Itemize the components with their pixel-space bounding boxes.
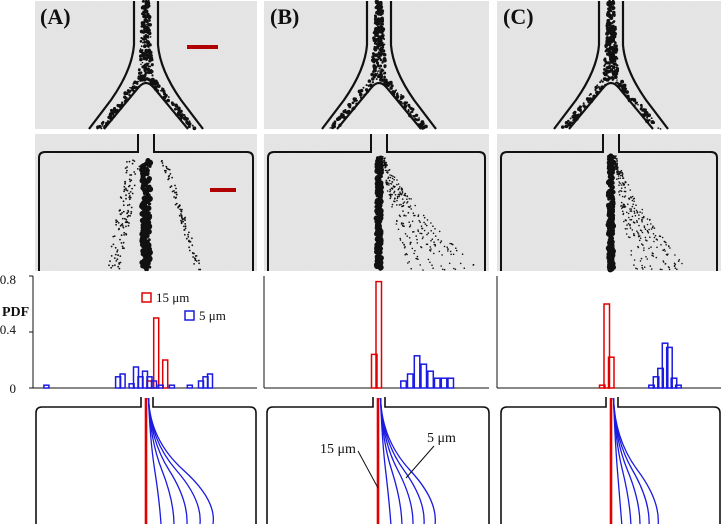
trajectory-c xyxy=(500,397,721,525)
bar-15um xyxy=(603,303,611,389)
bar-5um xyxy=(400,380,408,389)
bar-5um xyxy=(420,363,428,389)
trajectory-5um xyxy=(612,397,641,525)
bar-5um xyxy=(648,384,656,389)
bar-5um xyxy=(670,377,678,389)
channel-wall-right xyxy=(156,1,204,130)
bar-5um xyxy=(406,373,414,389)
chamber-photo-b xyxy=(264,134,489,271)
y-tick-0.8: 0.8 xyxy=(0,272,16,287)
chamber-photo-c xyxy=(497,134,721,273)
bar-5um xyxy=(661,342,669,389)
trajectory-5um xyxy=(612,397,659,525)
bar-5um xyxy=(413,355,421,389)
channel-divider xyxy=(336,81,422,130)
trajectory-5um xyxy=(379,397,403,525)
bar-5um xyxy=(665,346,673,389)
trajectory-5um xyxy=(147,397,214,525)
channel-wall-right xyxy=(621,1,669,130)
row-top-photos xyxy=(35,0,721,131)
chamber-outline xyxy=(266,397,490,524)
bar-5um xyxy=(150,380,158,389)
bar-15um xyxy=(607,356,615,389)
panel-label-a: (A) xyxy=(40,4,71,29)
particle-stream xyxy=(96,0,197,131)
annotation-5um: 5 μm xyxy=(427,431,456,446)
bar-15um xyxy=(161,359,169,389)
bar-5um xyxy=(157,384,164,389)
bar-5um xyxy=(447,377,455,389)
bar-5um xyxy=(186,384,194,389)
chamber-wall xyxy=(267,134,486,271)
panel-label-b: (B) xyxy=(270,4,299,29)
particle-stream xyxy=(329,0,428,130)
bar-15um xyxy=(152,317,160,389)
bar-5um xyxy=(440,377,448,389)
y-tick-0: 0 xyxy=(10,381,17,396)
y-tick-0.4: 0.4 xyxy=(0,322,17,337)
trajectory-b xyxy=(266,397,490,525)
channel-wall-left xyxy=(321,1,369,130)
bar-5um xyxy=(652,376,660,389)
bar-5um xyxy=(433,377,441,389)
legend-label-15um: 15 μm xyxy=(156,290,189,305)
chamber-outline xyxy=(35,397,257,524)
junction-photo-b xyxy=(264,0,489,130)
junction-photo-a xyxy=(35,0,257,131)
particle-traces xyxy=(373,155,475,271)
row-trajectories xyxy=(35,397,721,525)
y-axis-label: PDF xyxy=(2,305,29,320)
histogram-b xyxy=(263,276,489,389)
trajectory-5um xyxy=(147,397,188,525)
chamber-wall xyxy=(500,134,718,271)
legend-swatch-5um xyxy=(184,310,195,321)
bar-5um xyxy=(168,384,176,389)
channel-wall-right xyxy=(389,1,437,130)
bar-5um xyxy=(119,373,126,389)
row-chamber-photos xyxy=(35,134,721,273)
bar-15um xyxy=(370,353,378,389)
bar-5um xyxy=(674,384,682,389)
particle-stream xyxy=(560,0,662,130)
trajectory-5um xyxy=(147,397,175,525)
annotation-arrow-5um xyxy=(405,445,435,479)
row-histograms xyxy=(29,275,721,389)
bar-15um xyxy=(598,384,606,389)
bar-5um xyxy=(427,370,435,389)
particle-traces xyxy=(108,158,202,272)
chamber-wall xyxy=(38,134,254,271)
bar-15um xyxy=(375,280,383,389)
annotation-arrow-15um xyxy=(357,450,379,489)
bar-5um xyxy=(43,384,50,389)
chamber-outline xyxy=(500,397,721,524)
histogram-c xyxy=(496,276,721,389)
panel-label-c: (C) xyxy=(503,4,534,29)
annotation-15um: 15 μm xyxy=(320,442,356,457)
junction-photo-c xyxy=(497,0,721,130)
particle-traces xyxy=(605,153,683,273)
legend-swatch-15um xyxy=(141,292,152,303)
trajectory-5um xyxy=(379,397,436,525)
bar-5um xyxy=(206,373,214,389)
histogram-a xyxy=(29,275,257,389)
legend-label-5um: 5 μm xyxy=(199,308,226,323)
trajectory-5um xyxy=(379,397,414,525)
channel-wall-left xyxy=(88,1,136,130)
bar-5um xyxy=(657,367,665,389)
trajectory-a xyxy=(35,397,257,525)
channel-wall-left xyxy=(553,1,601,130)
chamber-photo-a xyxy=(35,134,257,272)
